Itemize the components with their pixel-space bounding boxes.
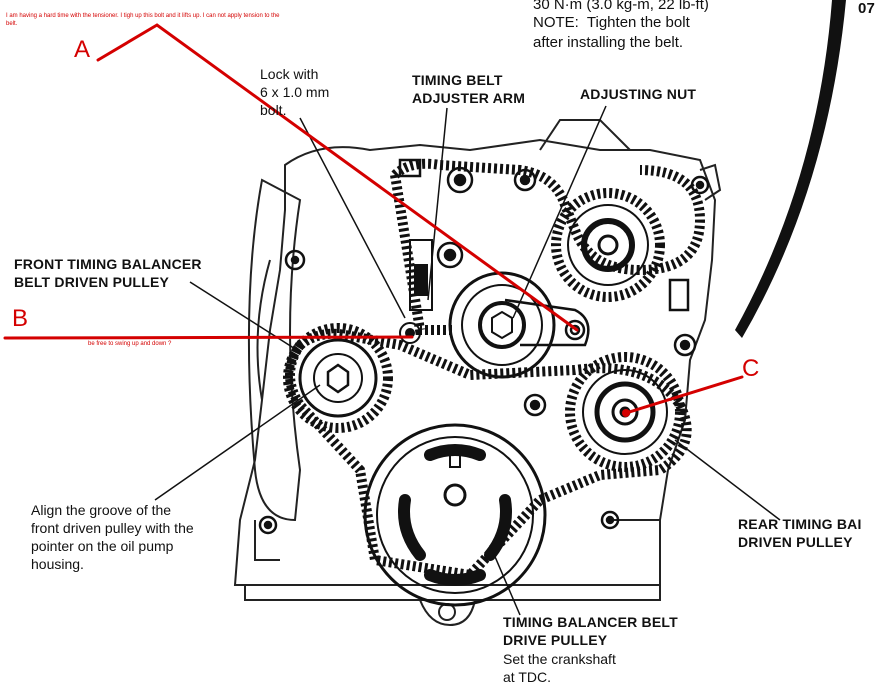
drive-pulley-label-1: TIMING BALANCER BELT bbox=[503, 614, 678, 630]
align-note-4: housing. bbox=[31, 556, 84, 572]
lock-label-2: 6 x 1.0 mm bbox=[260, 84, 330, 100]
tensioner-pulley bbox=[448, 271, 556, 379]
user-note-middle: be free to swing up and down ? bbox=[88, 341, 172, 347]
adjuster-arm-label-2: ADJUSTER ARM bbox=[412, 90, 526, 106]
drive-pulley-label-2: DRIVE PULLEY bbox=[503, 632, 608, 648]
engine-housing bbox=[233, 119, 722, 627]
marker-a: A bbox=[74, 36, 91, 63]
align-note-1: Align the groove of the bbox=[31, 502, 172, 518]
front-balancer-pulley bbox=[283, 323, 393, 433]
camshaft-pulley bbox=[551, 188, 665, 302]
lock-label-1: Lock with bbox=[260, 66, 319, 82]
housing-bolts bbox=[258, 158, 710, 535]
marker-c: C bbox=[742, 355, 760, 382]
marker-b: B bbox=[12, 305, 29, 332]
red-annotation-lines bbox=[3, 23, 744, 415]
front-pulley-label-2: BELT DRIVEN PULLEY bbox=[14, 274, 170, 290]
rear-pulley-label-2: DRIVEN PULLEY bbox=[738, 534, 853, 550]
note-line-1: NOTE: Tighten the bolt bbox=[533, 14, 690, 31]
drive-pulley bbox=[363, 423, 547, 607]
adjuster-arm bbox=[504, 298, 590, 347]
front-pulley-label-1: FRONT TIMING BALANCER bbox=[14, 256, 202, 272]
note-line-2: after installing the belt. bbox=[533, 34, 684, 51]
align-note-3: pointer on the oil pump bbox=[31, 538, 174, 554]
page-number: 07 bbox=[858, 0, 876, 17]
drive-pulley-note-2: at TDC. bbox=[503, 669, 551, 685]
lock-bolt bbox=[399, 239, 433, 344]
lock-label-3: bolt. bbox=[260, 102, 287, 118]
user-note-top-1: I am having a hard time with the tension… bbox=[6, 13, 280, 19]
balancer-belt bbox=[285, 328, 692, 581]
user-note-top-2: belt. bbox=[6, 21, 18, 27]
leader-lines bbox=[154, 105, 781, 616]
cover-edge-swoosh bbox=[735, 0, 846, 338]
align-note-2: front driven pulley with the bbox=[31, 520, 194, 536]
drive-pulley-note-1: Set the crankshaft bbox=[503, 651, 616, 667]
torque-spec: 30 N·m (3.0 kg-m, 22 lb-ft) bbox=[533, 0, 709, 13]
rear-pulley-label-1: REAR TIMING BAI bbox=[738, 516, 862, 532]
marker-c-dot bbox=[622, 409, 630, 417]
adjusting-nut-label: ADJUSTING NUT bbox=[580, 86, 697, 102]
adjuster-arm-label-1: TIMING BELT bbox=[412, 72, 503, 88]
